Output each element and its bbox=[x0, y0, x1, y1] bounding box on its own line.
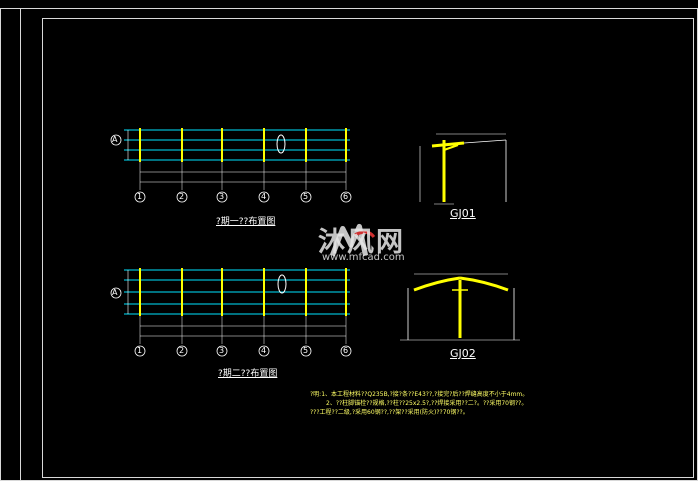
plan2-title: ?期二??布置图 bbox=[218, 369, 278, 379]
plan1-title: ?期一??布置图 bbox=[216, 217, 276, 227]
note-line: ???工程??二级,?采用60钢??,??架??采用(防火)??70钢??。 bbox=[310, 409, 469, 416]
plan2-axis-label: 2 bbox=[179, 346, 185, 355]
plan1-axis-label: 4 bbox=[261, 192, 267, 201]
note-line: ?明:1、本工程材料??Q235B,?接?条??E43??,?接完?后??焊缝高… bbox=[310, 391, 529, 398]
plan2-axis-label: 6 bbox=[343, 346, 349, 355]
plan2-row-axis-label: A bbox=[112, 288, 118, 297]
plan-2 bbox=[110, 268, 352, 357]
plan1-axis-label: 2 bbox=[179, 192, 185, 201]
design-notes: ?明:1、本工程材料??Q235B,?接?条??E43??,?接完?后??焊缝高… bbox=[310, 390, 528, 417]
frame-gj02-title: GJ02 bbox=[450, 347, 476, 360]
plan2-axis-label: 3 bbox=[219, 346, 225, 355]
watermark-logo-icon bbox=[329, 223, 376, 257]
plan2-axis-label: 5 bbox=[303, 346, 309, 355]
frame-gj01-title: GJ01 bbox=[450, 207, 476, 220]
plan1-axis-label: 1 bbox=[137, 192, 143, 201]
frame-gj01 bbox=[419, 133, 507, 205]
note-line: 2、??柱脚锚栓??规格,??柱??25x2.5?,??焊接采用??二?。??采… bbox=[326, 400, 528, 407]
plan1-axis-label: 3 bbox=[219, 192, 225, 201]
plan1-axis-label: 5 bbox=[303, 192, 309, 201]
plan1-tree-symbol bbox=[276, 134, 286, 154]
plan2-axis-label: 1 bbox=[137, 346, 143, 355]
watermark-url: www.mfcad.com bbox=[322, 252, 405, 263]
watermark-text: 沐风网 bbox=[318, 227, 405, 258]
frame-gj02 bbox=[400, 273, 520, 341]
plan2-axis-label: 4 bbox=[261, 346, 267, 355]
drawing-inner-border bbox=[42, 18, 694, 478]
drawing-left-margin-line bbox=[20, 8, 21, 480]
plan1-axis-label: 6 bbox=[343, 192, 349, 201]
plan-1 bbox=[110, 128, 352, 203]
plan1-row-axis-label: A bbox=[112, 135, 118, 144]
